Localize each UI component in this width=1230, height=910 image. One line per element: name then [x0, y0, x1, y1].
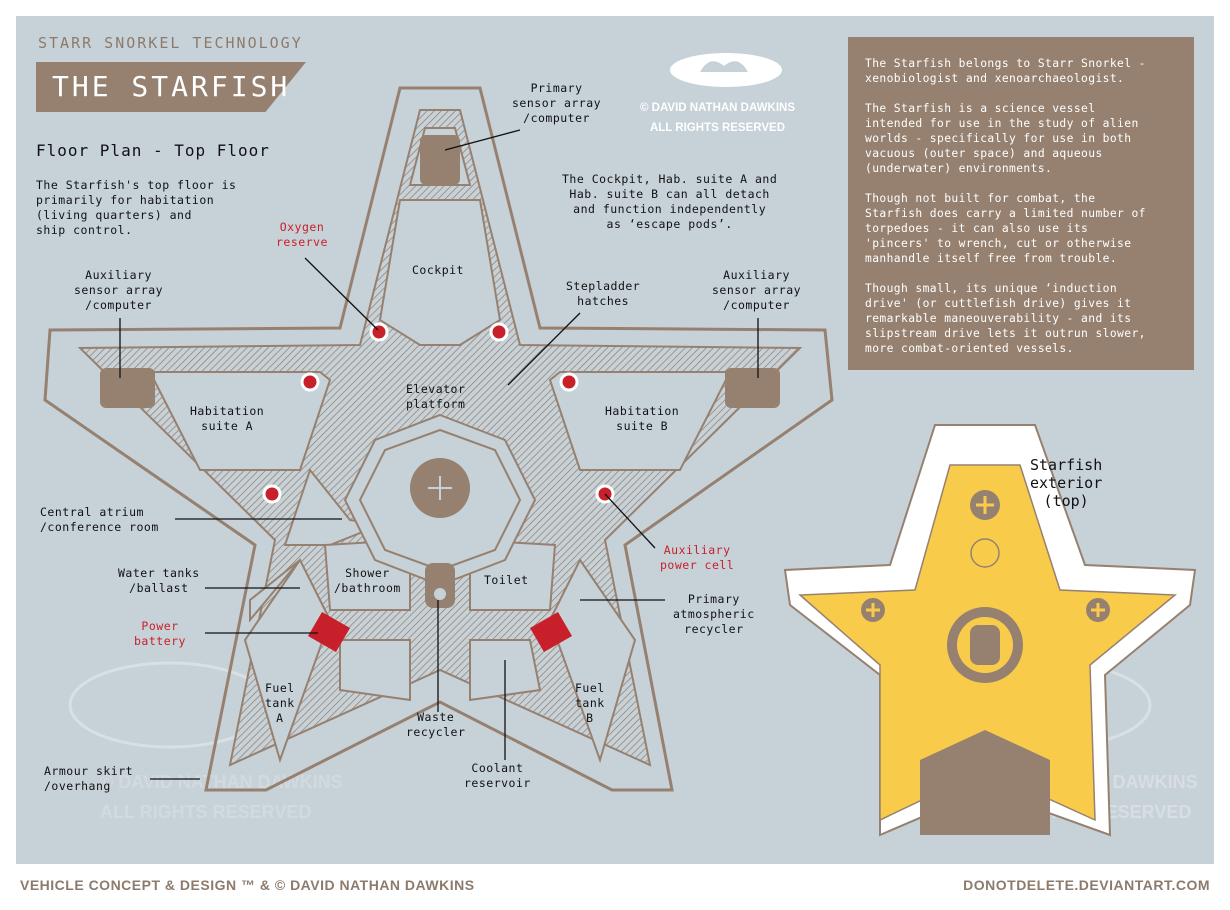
- escape-pod-note: The Cockpit, Hab. suite A and Hab. suite…: [562, 172, 778, 231]
- label-fuel-b: Fuel tank B: [575, 681, 605, 725]
- intro-text: The Starfish's top floor is primarily fo…: [36, 178, 237, 237]
- label-shower: Shower /bathroom: [334, 566, 401, 595]
- footer-link[interactable]: DONOTDELETE.DEVIANTART.COM: [963, 877, 1210, 893]
- label-atmo-recycler: Primary atmospheric recycler: [673, 592, 755, 636]
- label-fuel-a: Fuel tank A: [265, 681, 295, 725]
- description-text: The Starfish belongs to Starr Snorkel - …: [865, 57, 1146, 355]
- label-hab-b: Habitation suite B: [605, 404, 680, 433]
- label-hab-a: Habitation suite A: [190, 404, 265, 433]
- label-primary-sensor: Primary sensor array /computer: [512, 81, 602, 125]
- exterior-title: Starfish exterior (top): [1030, 456, 1103, 510]
- copyright-line: © DAVID NATHAN DAWKINS: [640, 102, 795, 114]
- dnd-logo: [670, 53, 782, 87]
- exterior-view: [783, 424, 1197, 837]
- floor-subtitle: Floor Plan - Top Floor: [36, 141, 270, 160]
- label-aux-sensor-left: Auxiliary sensor array /computer: [74, 268, 164, 312]
- label-aux-sensor-right: Auxiliary sensor array /computer: [712, 268, 802, 312]
- title-banner: [36, 62, 306, 112]
- leader-lines: [119, 129, 759, 780]
- label-stepladder: Stepladder hatches: [566, 279, 641, 308]
- copyright: © DAVID NATHAN DAWKINS ALL RIGHTS RESERVE…: [640, 98, 795, 138]
- watermark-text: ALL RIGHTS RESERVED: [100, 802, 311, 822]
- brand-name: STARR SNORKEL TECHNOLOGY: [38, 34, 303, 52]
- copyright-line: ALL RIGHTS RESERVED: [649, 122, 786, 134]
- label-oxygen-reserve: Oxygen reserve: [276, 220, 328, 249]
- label-atrium: Central atrium /conference room: [40, 505, 159, 534]
- power-battery-icon: [308, 612, 572, 652]
- label-armour-skirt: Armour skirt /overhang: [44, 764, 134, 793]
- label-water-tanks: Water tanks /ballast: [118, 566, 200, 595]
- label-aux-power: Auxiliary power cell: [660, 543, 735, 572]
- watermark-text: © DAVID NATHAN DAWKINS: [100, 772, 343, 792]
- label-elevator: Elevator platform: [406, 382, 466, 411]
- footer-credit: VEHICLE CONCEPT & DESIGN ™ & © DAVID NAT…: [20, 877, 475, 893]
- page-title: THE STARFISH: [52, 70, 291, 103]
- floor-plan: [43, 86, 834, 792]
- label-coolant: Coolant reservoir: [464, 761, 531, 790]
- description-panel: [848, 37, 1194, 370]
- label-power-battery: Power battery: [134, 619, 186, 648]
- label-cockpit: Cockpit: [412, 263, 464, 277]
- label-waste-recycler: Waste recycler: [406, 710, 466, 739]
- label-toilet: Toilet: [484, 573, 529, 587]
